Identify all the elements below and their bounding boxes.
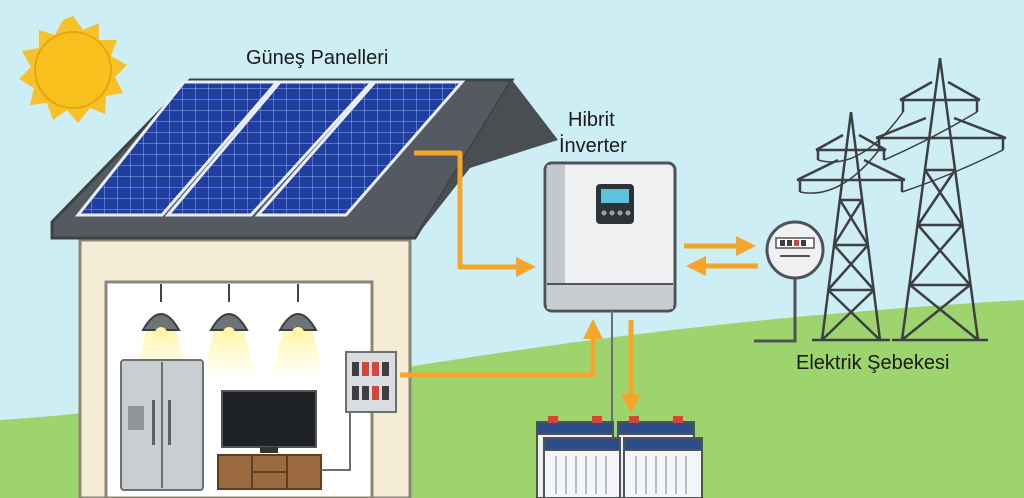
refrigerator-icon (120, 359, 204, 491)
tv-cabinet (217, 454, 322, 490)
power-cable (321, 412, 351, 471)
power-tower-icon (796, 111, 906, 342)
inverter-label-line1: Hibrit (568, 109, 615, 131)
power-tower-icon (875, 57, 1007, 342)
sun-icon (19, 16, 127, 123)
battery-icon (623, 437, 703, 498)
inverter-icon (543, 161, 677, 313)
breaker-panel-icon (345, 351, 397, 413)
meter-cable (754, 277, 797, 343)
electric-meter-icon (765, 220, 825, 280)
energy-flow-arrows (400, 150, 758, 414)
panel-to-inverter-arrow (414, 150, 536, 277)
battery-icon (543, 437, 621, 498)
house-to-inverter-arrow (400, 319, 603, 378)
grid-label: Elektrik Şebekesi (796, 352, 950, 374)
lamp-icon (203, 284, 255, 380)
lamp-icon (272, 284, 324, 380)
inverter-label-line2: İnverter (559, 135, 627, 157)
solar-panel-icon (74, 80, 466, 217)
tv-icon (221, 390, 317, 453)
power-lines (799, 111, 1004, 194)
solar-panels-label: Güneş Panelleri (246, 47, 389, 69)
